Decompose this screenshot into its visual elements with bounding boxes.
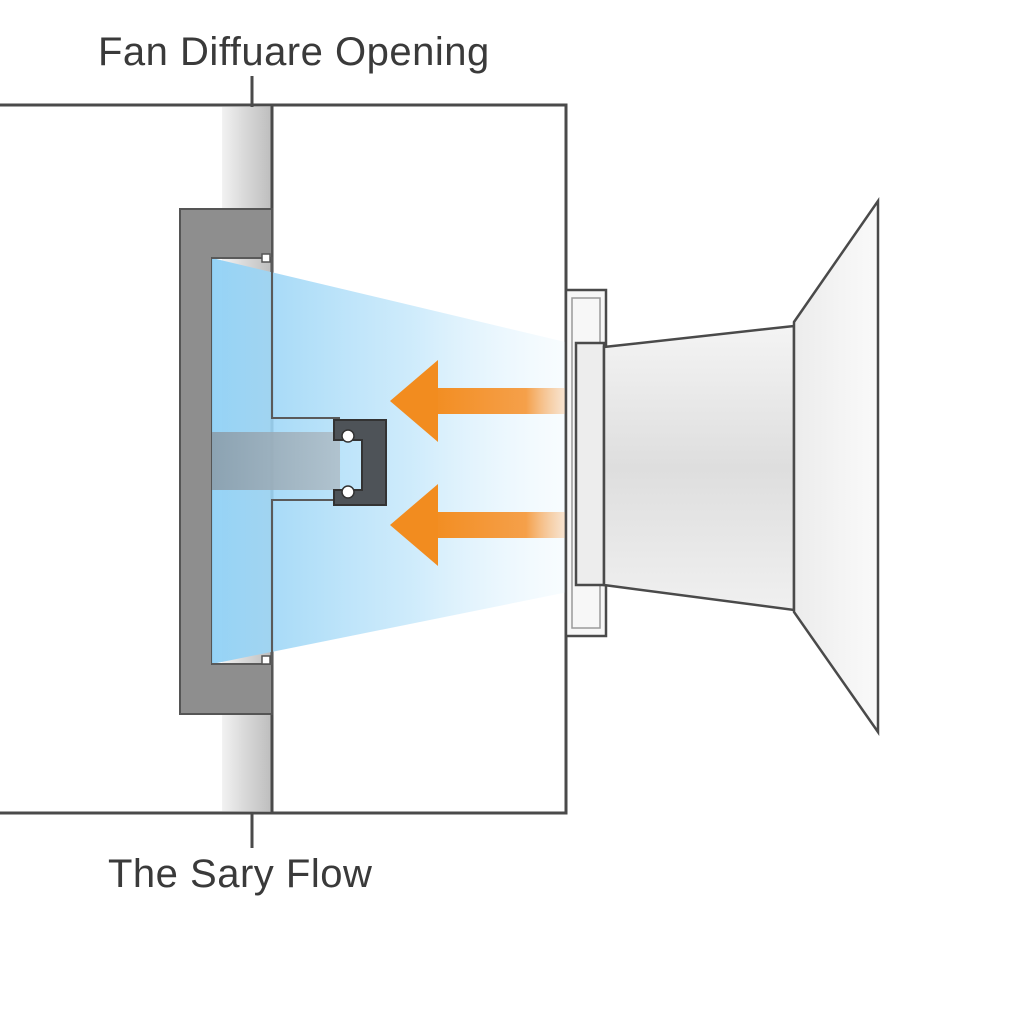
diffuser-inner-outline <box>212 257 340 665</box>
airflow-arrow-icon <box>390 360 568 442</box>
airflow-beam <box>212 258 578 664</box>
corner-tab <box>261 253 271 263</box>
connector-bolt <box>341 485 355 499</box>
corner-tab <box>261 655 271 665</box>
label-flow: The Sary Flow <box>108 852 373 896</box>
fan-body <box>602 324 796 612</box>
connector-bolt <box>341 429 355 443</box>
label-fan-diffuser-opening: Fan Diffuare Opening <box>98 30 490 74</box>
fan-collar <box>574 341 606 587</box>
fan-horn-icon <box>792 197 880 736</box>
diffuser-pipe <box>212 432 340 490</box>
airflow-arrow-icon <box>390 484 568 566</box>
